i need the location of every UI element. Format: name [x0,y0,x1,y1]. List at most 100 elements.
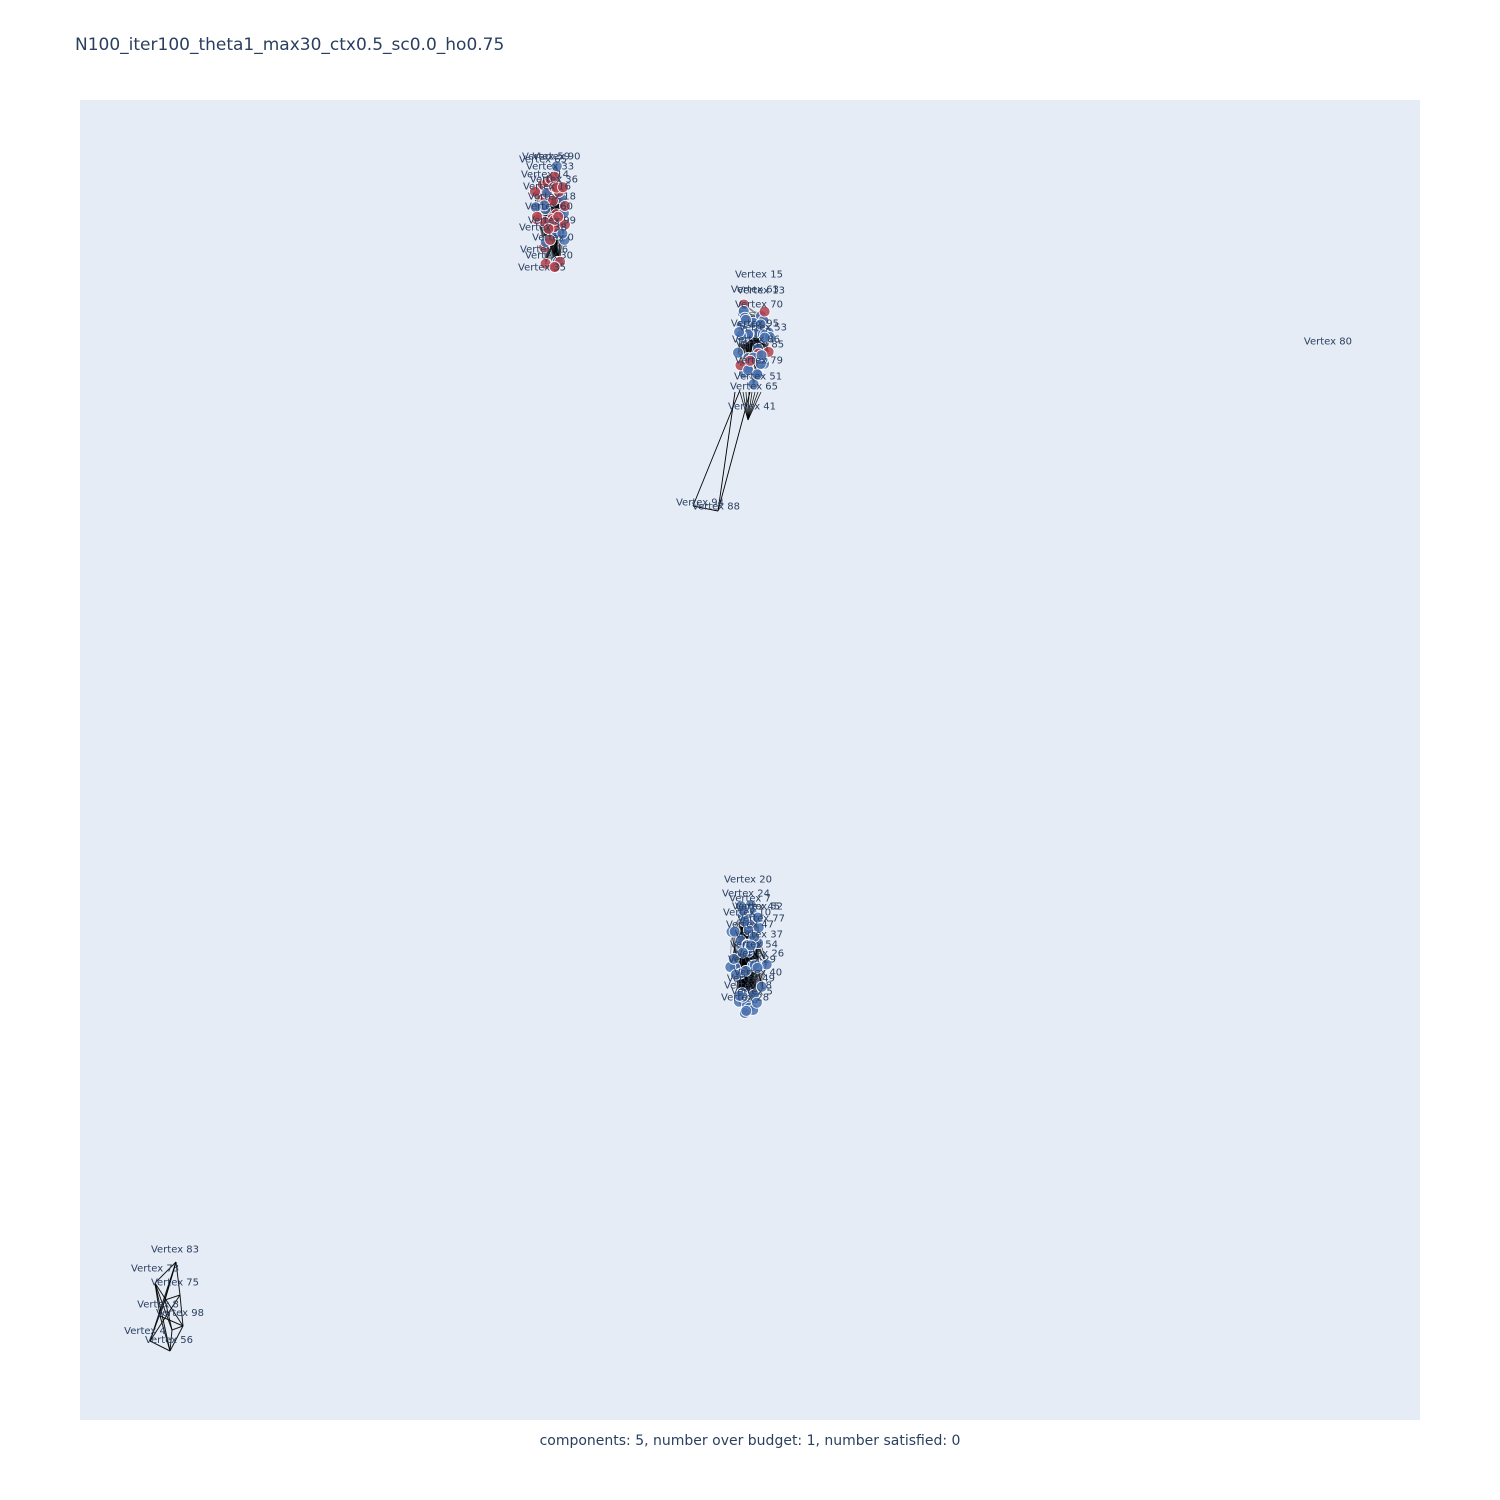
vertex-label: Vertex 53 [739,323,787,334]
graph-edge [747,391,756,421]
vertex-label: Vertex 30 [525,251,573,262]
graph-node[interactable] [556,227,569,240]
vertex-label: Vertex 70 [735,300,783,311]
vertex-label: Vertex 85 [736,340,784,351]
vertex-label: Vertex 73 [131,1264,179,1275]
chart-title: N100_iter100_theta1_max30_ctx0.5_sc0.0_h… [75,35,504,55]
graph-node[interactable] [755,349,768,362]
graph-edge [149,1299,166,1342]
graph-edge [154,1282,184,1327]
graph-edge [164,1261,177,1301]
vertex-label: Vertex 18 [724,981,772,992]
vertex-label: Vertex 76 [520,245,568,256]
graph-node[interactable] [542,222,555,235]
chart-footer: components: 5, number over budget: 1, nu… [540,1433,961,1449]
vertex-label: Vertex 29 [728,955,776,966]
graph-edge [175,1261,181,1296]
graph-node[interactable] [755,980,768,993]
graph-edge [169,1325,184,1352]
graph-node[interactable] [557,181,569,194]
graph-node[interactable] [531,210,543,223]
vertex-label: Vertex 37 [735,930,783,941]
graph-node[interactable] [548,261,561,273]
vertex-label: Vertex 15 [735,270,783,281]
vertex-label: Vertex 7 [729,894,771,905]
graph-edge [169,1329,173,1352]
graph-edge [739,391,749,421]
graph-node[interactable] [758,305,771,318]
vertex-label: Vertex 79 [735,356,783,367]
graph-node[interactable] [736,946,749,959]
graph-node[interactable] [559,200,571,212]
vertex-label: Vertex 88 [692,502,740,513]
nodes-layer [529,160,776,1019]
graph-node[interactable] [751,911,764,924]
graph-node[interactable] [552,210,565,223]
vertex-label: Vertex 8 [137,1299,179,1310]
graph-node[interactable] [727,952,740,965]
graph-node[interactable] [754,318,767,331]
vertex-label: Vertex 14 [521,169,569,180]
graph-edge [154,1282,173,1331]
graph-node[interactable] [744,354,757,367]
vertex-label: Vertex 4 [124,1326,166,1337]
vertex-label: Vertex 59 [522,152,570,163]
vertex-label: Vertex 24 [722,889,770,900]
vertex-label: Vertex 20 [724,875,772,886]
graph-edge [159,1315,184,1327]
graph-edge [179,1294,184,1327]
graph-node[interactable] [738,915,751,928]
vertex-label: Vertex 36 [530,175,578,186]
vertex-label: Vertex 26 [736,949,784,960]
graph-node[interactable] [740,313,752,326]
vertex-label: Vertex 86 [732,335,780,346]
vertex-label: Vertex 75 [151,1277,199,1288]
graph-edge [745,391,749,421]
graph-edge [742,391,749,421]
vertex-label: Vertex 45 [732,902,780,913]
vertex-label: Vertex 52 [735,902,783,913]
graph-edge [692,505,719,512]
vertex-label: Vertex 99 [528,216,576,227]
vertex-label: Vertex 10 [723,908,771,919]
vertex-label: Vertex 5 [731,987,773,998]
vertex-label: Vertex 47 [726,920,774,931]
vertex-label: Vertex 54 [730,940,778,951]
graph-edge [171,1325,184,1331]
vertex-label: Vertex 90 [532,152,580,163]
graph-edge [717,391,751,512]
vertex-label: Vertex 56 [145,1335,193,1346]
vertex-label: Vertex 80 [1304,337,1352,348]
vertex-label: Vertex 51 [734,372,782,383]
graph-edge [154,1261,177,1284]
graph-edge [747,391,753,421]
graph-node[interactable] [733,326,746,338]
graph-node[interactable] [728,925,741,938]
vertex-label: Vertex 28 [721,993,769,1004]
graph-edge [747,391,759,421]
graph-node[interactable] [529,185,541,198]
graph-node[interactable] [750,996,763,1009]
graph-node[interactable] [751,368,764,381]
graph-node[interactable] [758,331,771,344]
vertex-label: Vertex 94 [676,498,724,509]
graph-edge [747,391,762,421]
vertex-label: Vertex 0 [532,233,574,244]
vertex-label: Vertex 60 [525,202,573,213]
graph-node[interactable] [740,1005,753,1017]
graph-edge [717,391,736,512]
plot-area [80,100,1420,1420]
vertex-label: Vertex 65 [519,154,567,165]
vertex-label: Vertex 38 [519,223,567,234]
graph-node[interactable] [737,904,750,917]
graph-node[interactable] [732,346,744,359]
graph-node[interactable] [751,961,764,974]
graph-node[interactable] [739,965,752,977]
vertex-label: Vertex 77 [737,914,785,925]
vertex-label: Vertex 95 [731,319,779,330]
vertex-label: Vertex 16 [523,181,571,192]
graph-node[interactable] [733,989,746,1002]
graph-node[interactable] [744,939,757,952]
vertex-label: Vertex 49 [727,974,775,985]
